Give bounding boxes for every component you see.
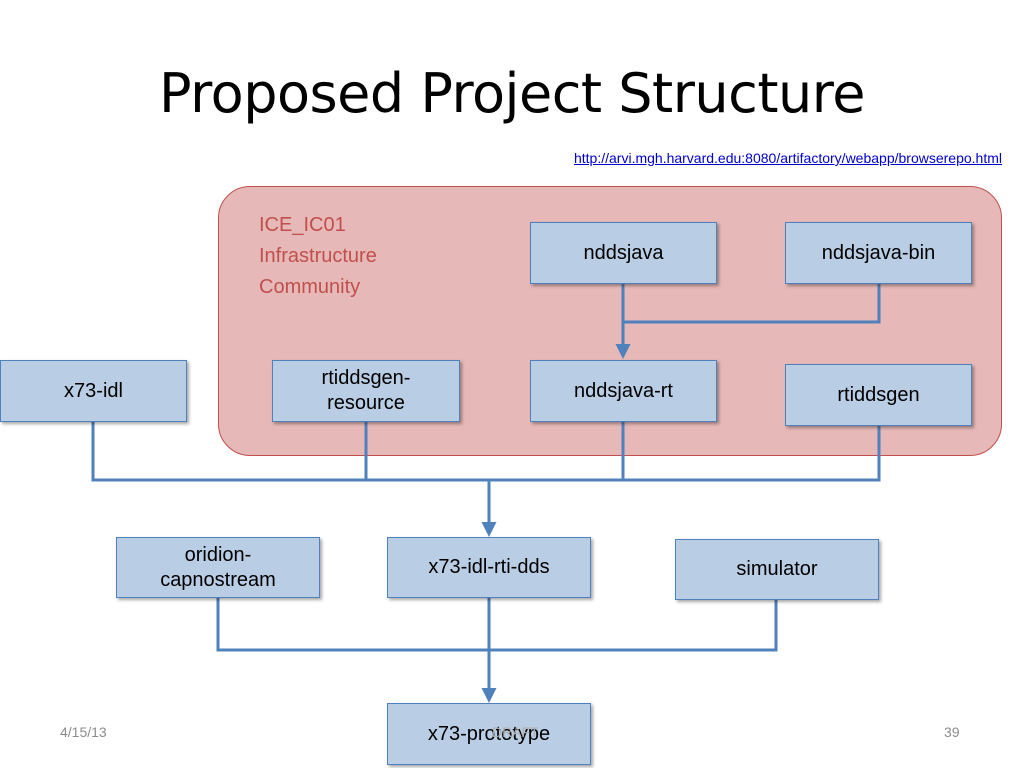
footer-draft: DRAFT: [492, 724, 539, 740]
connector-nddsjava-bin-to-rt: [623, 284, 881, 324]
connector-x73-idl: [91, 422, 489, 482]
connector-rtiddsgen: [623, 426, 881, 482]
connector-nddsjava-rt: [489, 422, 625, 482]
node-simulator: simulator: [675, 539, 879, 600]
footer-date: 4/15/13: [60, 724, 107, 740]
node-x73-idl-rti-dds: x73-idl-rti-dds: [387, 537, 591, 598]
node-nddsjava-rt: nddsjava-rt: [530, 360, 717, 422]
slide-number: 39: [944, 724, 960, 740]
node-nddsjava-bin: nddsjava-bin: [785, 222, 972, 284]
slide-title: Proposed Project Structure: [159, 62, 865, 125]
node-rtiddsgen-resource: rtiddsgen- resource: [272, 360, 460, 422]
node-oridion-capnostream: oridion- capnostream: [116, 537, 320, 598]
node-nddsjava: nddsjava: [530, 222, 717, 284]
node-x73-idl: x73-idl: [0, 360, 187, 422]
connector-simulator: [489, 600, 778, 652]
community-label: ICE_IC01 Infrastructure Community: [259, 214, 377, 298]
repository-link[interactable]: http://arvi.mgh.harvard.edu:8080/artifac…: [573, 150, 1002, 166]
node-x73-prototype: x73-prototype: [387, 703, 591, 765]
connector-oridion: [216, 598, 489, 652]
node-rtiddsgen: rtiddsgen: [785, 364, 972, 426]
